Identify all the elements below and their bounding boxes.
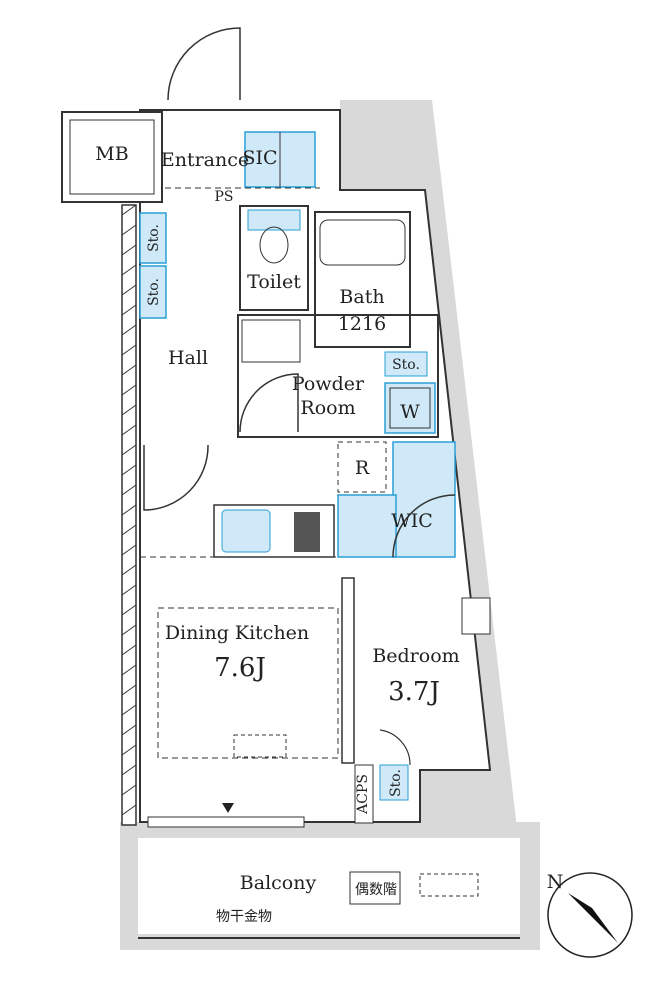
bath-size-label: 1216: [338, 313, 386, 335]
balcony-label: Balcony: [240, 872, 317, 894]
bathtub: [319, 219, 406, 266]
bedroom-sto-door: [379, 729, 411, 766]
sto-upper-label: Sto.: [146, 224, 162, 252]
bedroom-sto: [379, 764, 409, 801]
bath-sto-label: Sto.: [392, 357, 420, 373]
dining-kitchen-size: 7.6J: [214, 653, 266, 683]
hall-door-swing: [143, 444, 209, 511]
balcony-floor: [138, 838, 520, 934]
balcony-sash: [147, 816, 305, 828]
left-wall-hatch: [121, 204, 137, 816]
mb-box: [61, 111, 163, 203]
powder-room-label-1: Powder: [292, 373, 365, 395]
acps-label: ACPS: [355, 774, 371, 815]
toilet-tank: [247, 209, 301, 231]
emergency-hatch: [349, 871, 401, 905]
washer: [384, 382, 436, 434]
bath-label: Bath: [339, 286, 384, 308]
compass-north-label: N: [547, 871, 564, 893]
sto-lower-label: Sto.: [146, 278, 162, 306]
outdoor-unit: [419, 873, 479, 897]
bath-sto: [384, 351, 428, 377]
refrigerator-space: [337, 441, 387, 493]
washer-label: W: [400, 401, 420, 423]
powder-door-swing: [239, 373, 299, 433]
dining-kitchen-label: Dining Kitchen: [165, 622, 309, 644]
mb-label: MB: [95, 143, 128, 165]
entrance-label: Entrance: [161, 149, 249, 171]
sto-closet-upper: [139, 212, 167, 264]
mb-inner: [69, 119, 155, 195]
emergency-hatch-label: 偶数階: [355, 882, 397, 898]
refrigerator-label: R: [355, 457, 370, 479]
sliding-partition: [341, 577, 355, 764]
bedroom-size: 3.7J: [388, 677, 440, 707]
floor-vent: [233, 734, 287, 758]
entrance-door-swing: [167, 27, 241, 101]
bedroom-sto-label: Sto.: [388, 769, 404, 797]
toilet-label: Toilet: [247, 271, 301, 293]
hall-label: Hall: [168, 347, 208, 369]
sic-label: SIC: [242, 147, 277, 169]
left-wall: [121, 204, 137, 826]
drying-hardware-label: 物干金物: [216, 909, 272, 925]
wic-door-swing: [392, 494, 456, 558]
powder-room: [237, 314, 439, 438]
powder-room-label-2: Room: [300, 397, 355, 419]
sto-closet-lower: [139, 265, 167, 319]
toilet-bowl: [259, 226, 289, 264]
sink: [241, 319, 301, 363]
toilet-room: [239, 205, 309, 311]
bedroom-label: Bedroom: [372, 645, 459, 667]
compass: N: [547, 871, 633, 958]
acps-box: [354, 764, 374, 824]
bedroom-window: [461, 597, 491, 635]
entry-marker: [222, 803, 234, 813]
kitchen-sink: [221, 509, 271, 553]
bath-room: [314, 211, 411, 348]
dining-kitchen-dash: [157, 607, 339, 759]
wic-alcove: [337, 494, 397, 558]
wic-label: WIC: [391, 510, 433, 532]
ps-label: PS: [214, 189, 233, 205]
stove: [294, 512, 320, 552]
washer-inner: [389, 387, 431, 429]
wic-closet: [392, 441, 456, 558]
